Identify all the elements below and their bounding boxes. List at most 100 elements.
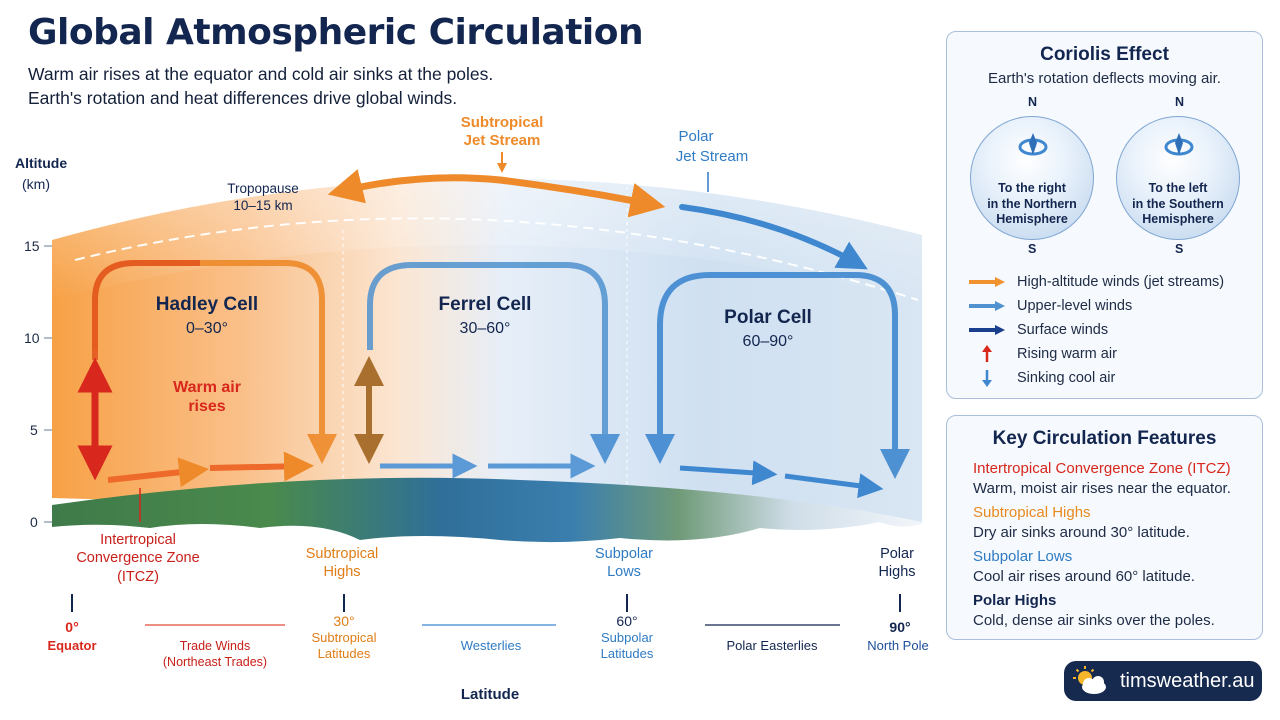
feature-subpolar-lows: Subpolar Lows Cool air rises around 60° …	[973, 548, 1252, 585]
y-tick-15: 15	[24, 238, 40, 254]
southern-rotation-icon	[1164, 133, 1194, 156]
feature-polar-highs: Polar Highs Cold, dense air sinks over t…	[973, 592, 1252, 629]
north-label-left: N	[1028, 95, 1038, 109]
coriolis-subtitle: Earth's rotation deflects moving air.	[988, 70, 1221, 87]
subtitle-line-2: Earth's rotation and heat differences dr…	[28, 88, 458, 108]
feature-heading: Subpolar Lows	[973, 548, 1073, 565]
legend-rising: Rising warm air	[965, 344, 1117, 364]
feature-desc: Dry air sinks around 30° latitude.	[973, 524, 1190, 541]
page-subtitle: Warm air rises at the equator and cold a…	[28, 62, 493, 110]
polar-highs-label-line2: Highs	[878, 564, 915, 580]
y-tick-10: 10	[24, 330, 40, 346]
legend-label: Sinking cool air	[1017, 370, 1116, 386]
lat-60-name-line2: Latitudes	[601, 646, 654, 661]
trade-winds-label-line2: (Northeast Trades)	[163, 655, 267, 669]
lat-0-degree: 0°	[65, 619, 78, 635]
features-title: Key Circulation Features	[992, 428, 1217, 449]
subpolar-lows-label-line1: Subpolar	[595, 546, 653, 562]
lat-30-degree: 30°	[333, 613, 354, 629]
polar-jet-arrow	[679, 204, 868, 270]
feature-desc: Cool air rises around 60° latitude.	[973, 568, 1195, 585]
feature-heading: Polar Highs	[973, 592, 1057, 609]
hadley-cell-loop-red	[92, 260, 200, 360]
y-axis-label-line2: (km)	[22, 176, 50, 192]
earth-surface	[52, 477, 922, 543]
legend-label: Rising warm air	[1017, 346, 1117, 362]
polar-jet-label-line2: Jet Stream	[676, 148, 749, 165]
itcz-label-line2: Convergence Zone	[76, 550, 199, 566]
subtitle-line-1: Warm air rises at the equator and cold a…	[28, 64, 494, 84]
legend-label: Upper-level winds	[1017, 298, 1133, 314]
hadley-surface-arrow-1	[107, 457, 209, 488]
polar-surface-arrow-2	[784, 473, 884, 499]
hadley-surface-arrow-2	[209, 451, 314, 482]
feature-subtropical-highs: Subtropical Highs Dry air sinks around 3…	[973, 504, 1252, 541]
legend-sinking: Sinking cool air	[965, 368, 1115, 388]
lat-30-name-line2: Latitudes	[318, 646, 371, 661]
polar-cell-loop	[645, 272, 910, 479]
lat-90-degree: 90°	[889, 619, 910, 635]
legend-label: High-altitude winds (jet streams)	[1017, 274, 1225, 290]
lat-30-name-line1: Subtropical	[311, 630, 376, 645]
ferrel-cell-name: Ferrel Cell	[439, 294, 532, 315]
hadley-cell-name: Hadley Cell	[156, 294, 258, 315]
orange-arrow-icon	[965, 272, 1009, 292]
coriolis-panel: Coriolis Effect Earth's rotation deflect…	[946, 31, 1263, 399]
lat-90-name: North Pole	[867, 638, 928, 653]
polar-cell-name: Polar Cell	[724, 307, 812, 328]
subpolar-lows-label-line2: Lows	[607, 564, 641, 580]
southern-hemisphere-text: To the left in the Southern Hemisphere	[1132, 181, 1224, 226]
feature-itcz: Intertropical Convergence Zone (ITCZ) Wa…	[973, 460, 1252, 497]
light-blue-arrow-icon	[965, 296, 1009, 316]
subtropical-highs-label-line1: Subtropical	[306, 546, 379, 562]
south-label-right: S	[1175, 242, 1184, 256]
warm-air-label-line1: Warm air	[173, 379, 241, 396]
westerlies-label: Westerlies	[461, 638, 522, 653]
ferrel-cell-range: 30–60°	[460, 320, 511, 337]
tropopause-line	[74, 217, 919, 301]
polar-surface-arrow-1	[679, 460, 778, 486]
lat-60-degree: 60°	[616, 613, 637, 629]
itcz-label-line1: Intertropical	[100, 532, 176, 548]
brand-text: timsweather.au	[1120, 669, 1255, 692]
legend-surface: Surface winds	[965, 320, 1108, 340]
coriolis-title: Coriolis Effect	[1040, 44, 1169, 65]
y-tick-0: 0	[30, 514, 38, 530]
polar-cell-range: 60–90°	[743, 333, 794, 350]
feature-heading: Intertropical Convergence Zone (ITCZ)	[973, 460, 1231, 477]
tropopause-label-line2: 10–15 km	[233, 198, 292, 213]
y-axis-label-line1: Altitude	[15, 155, 67, 171]
northern-hemisphere-globe: To the right in the Northern Hemisphere	[970, 116, 1094, 240]
subtropical-jet-label-line1: Subtropical	[461, 114, 544, 131]
southern-hemisphere-globe: To the left in the Southern Hemisphere	[1116, 116, 1240, 240]
lat-0-name: Equator	[47, 638, 96, 653]
subtropical-highs-label-line2: Highs	[323, 564, 360, 580]
page-title: Global Atmospheric Circulation	[28, 12, 644, 53]
feature-heading: Subtropical Highs	[973, 504, 1091, 521]
sun-cloud-icon	[1073, 666, 1106, 694]
navy-arrow-icon	[965, 320, 1009, 340]
trade-winds-label-line1: Trade Winds	[180, 639, 250, 653]
south-label-left: S	[1028, 242, 1037, 256]
tropopause-label-line1: Tropopause	[227, 181, 299, 196]
blue-down-arrow-icon	[965, 368, 1009, 388]
legend-upper-level: Upper-level winds	[965, 296, 1132, 316]
polar-highs-label-line1: Polar	[880, 546, 914, 562]
hadley-cell-range: 0–30°	[186, 320, 228, 337]
itcz-label-line3: (ITCZ)	[117, 569, 159, 585]
polar-easterlies-label: Polar Easterlies	[726, 638, 818, 653]
feature-desc: Warm, moist air rises near the equator.	[973, 480, 1231, 497]
legend-jet-streams: High-altitude winds (jet streams)	[965, 272, 1224, 292]
lat-60-name-line1: Subpolar	[601, 630, 654, 645]
brand-badge[interactable]: timsweather.au	[1064, 661, 1262, 701]
red-up-arrow-icon	[965, 344, 1009, 364]
ferrel-cell-loop	[367, 262, 620, 464]
subtropical-jet-label-line2: Jet Stream	[464, 132, 541, 149]
subtropical-jet-arrow	[327, 169, 666, 218]
x-axis-label: Latitude	[461, 686, 519, 703]
feature-desc: Cold, dense air sinks over the poles.	[973, 612, 1215, 629]
key-features-panel: Key Circulation Features Intertropical C…	[946, 415, 1263, 640]
northern-hemisphere-text: To the right in the Northern Hemisphere	[987, 181, 1077, 226]
circulation-diagram: Altitude (km) 15 10 5 0 Tropopause 10–15…	[15, 114, 929, 703]
northern-rotation-icon	[1018, 133, 1048, 156]
